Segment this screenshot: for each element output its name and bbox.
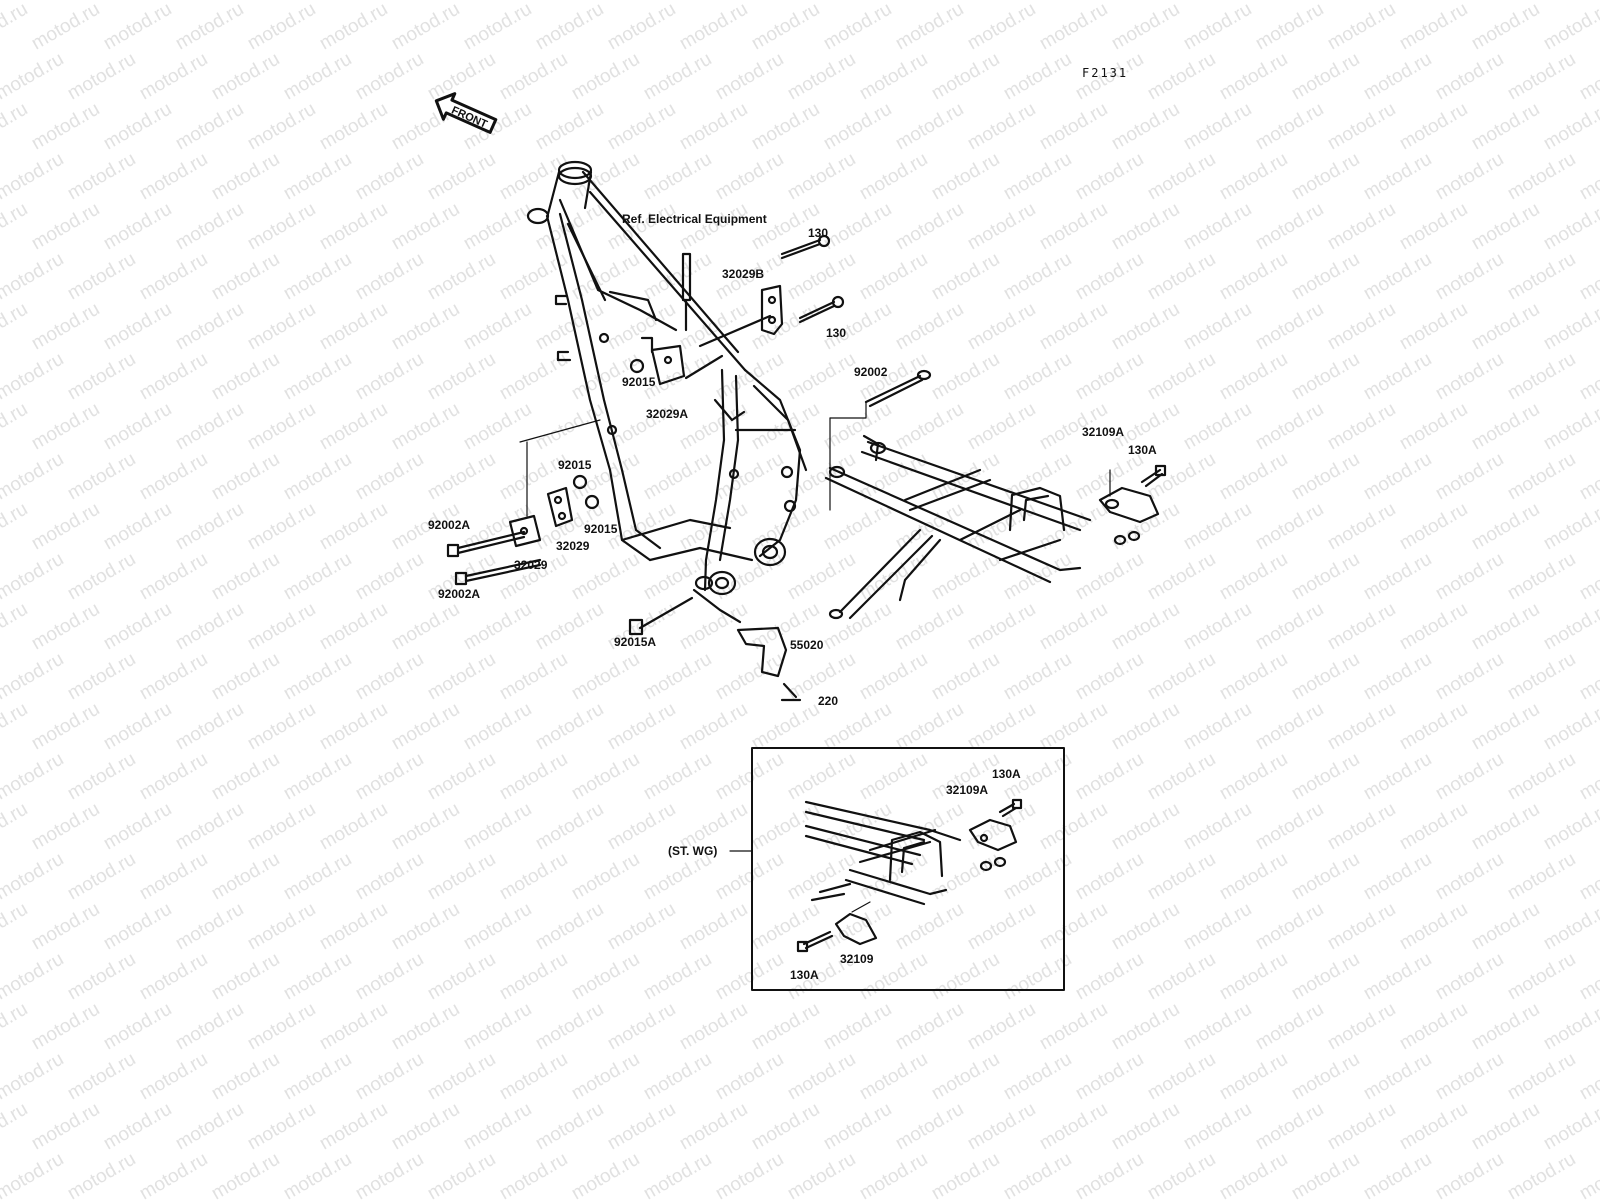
callout-92015-b: 92015 (584, 522, 618, 536)
figure-code: F2131 (1082, 66, 1129, 80)
main-frame (526, 160, 808, 596)
callout-55020: 55020 (790, 638, 824, 652)
rear-subframe (824, 369, 1167, 620)
callout-32029-b: 32029 (514, 558, 548, 572)
engine-mount-lower (446, 419, 601, 586)
callout-92015-a: 92015 (558, 458, 592, 472)
callout-32109A: 32109A (1082, 425, 1125, 439)
callout-130-top: 130 (808, 226, 829, 240)
callout-130A-inset-top: 130A (992, 767, 1021, 781)
callout-32029A: 32029A (646, 407, 689, 421)
callout-92015-top: 92015 (622, 375, 656, 389)
reference-note: Ref. Electrical Equipment (622, 212, 767, 226)
callout-220: 220 (818, 694, 839, 708)
callout-32109-inset: 32109 (840, 952, 874, 966)
reference-pointer (681, 252, 692, 332)
callout-130-mid: 130 (826, 326, 847, 340)
callout-92002A-top: 92002A (428, 518, 471, 532)
callout-32029-a: 32029 (556, 539, 590, 553)
callout-92002: 92002 (854, 365, 888, 379)
inset-box (729, 747, 1065, 991)
callout-130A-main: 130A (1128, 443, 1157, 457)
pivot-parts (628, 588, 802, 702)
callout-92002A-bot: 92002A (438, 587, 481, 601)
callout-130A-inset-bot: 130A (790, 968, 819, 982)
callout-92015A: 92015A (614, 635, 657, 649)
inset-label: (ST. WG) (668, 844, 718, 858)
callout-32029B: 32029B (722, 267, 765, 281)
callout-32109A-inset: 32109A (946, 783, 989, 797)
front-arrow-icon: FRONT (434, 92, 498, 134)
engine-mount-upper (629, 234, 845, 386)
